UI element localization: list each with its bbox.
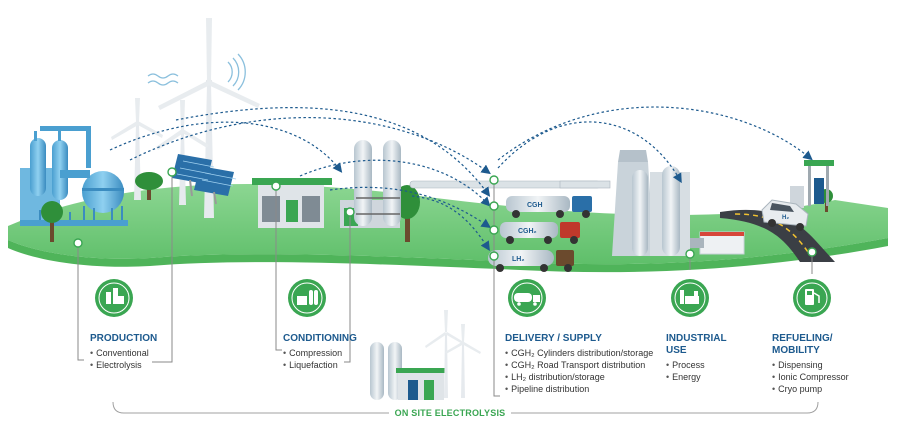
wind-waves-icon (147, 73, 179, 86)
flow-arrow (109, 121, 343, 173)
lh2-truck (488, 250, 574, 272)
list-item: Compression (283, 347, 357, 359)
tree-icon (41, 172, 833, 242)
list-item: Dispensing (772, 359, 849, 371)
list-item: Electrolysis (90, 359, 157, 371)
node-point (489, 175, 499, 185)
node-point (489, 225, 499, 235)
flow-arrow (299, 159, 491, 207)
node-point (271, 181, 281, 191)
cgh-cylinder-truck (506, 196, 592, 218)
refueling-stage-icon (793, 279, 831, 317)
industrial-list: Process Energy (666, 359, 727, 383)
list-item: CGH₂ Cylinders distribution/storage (505, 347, 653, 359)
list-item: CGH₂ Road Transport distribution (505, 359, 653, 371)
solar-panel-icon (172, 154, 237, 205)
flow-arrow (175, 107, 491, 197)
list-item: Liquefaction (283, 359, 357, 371)
list-item: Ionic Compressor (772, 371, 849, 383)
list-item: Cryo pump (772, 383, 849, 395)
production-connector (77, 243, 84, 361)
road-line (734, 213, 811, 256)
conditioning-title: CONDITIONING (283, 333, 357, 344)
hydrogen-car-icon (761, 199, 809, 231)
conditioning-list: Compression Liquefaction (283, 347, 357, 371)
flow-arrow (411, 195, 490, 252)
truck-label-lh2: LH₂ (512, 256, 524, 263)
onsite-electrolysis-label: ON SITE ELECTROLYSIS (388, 408, 512, 418)
conditioning-stage-icon (288, 279, 326, 317)
onsite-electrolysis-label-wrap: ON SITE ELECTROLYSIS (0, 408, 900, 418)
cgh2-road-truck (500, 222, 580, 244)
list-item: Pipeline distribution (505, 383, 653, 395)
production-title: PRODUCTION (90, 333, 158, 344)
node-points (73, 167, 817, 261)
delivery-stage-icon (508, 279, 546, 317)
node-point (345, 207, 355, 217)
industrial-stage-icon (671, 279, 709, 317)
node-point (167, 167, 177, 177)
truck-label-cgh: CGH (527, 202, 543, 209)
flow-arrow (329, 186, 491, 229)
production-stage: PRODUCTION Conventional Electrolysis (90, 333, 157, 371)
flow-arrow (497, 106, 813, 161)
refueling-title: REFUELING/MOBILITY (772, 333, 833, 356)
delivery-title: DELIVERY / SUPPLY (505, 333, 602, 344)
node-point (685, 249, 695, 259)
refueling-list: Dispensing Ionic Compressor Cryo pump (772, 359, 849, 395)
list-item: LH₂ distribution/storage (505, 371, 653, 383)
node-point (489, 201, 499, 211)
refueling-station-icon (790, 160, 834, 208)
production-stage-icon (95, 279, 133, 317)
list-item: Conventional (90, 347, 157, 359)
onsite-electrolysis-illustration (370, 310, 481, 400)
node-point (807, 247, 817, 257)
node-point (489, 251, 499, 261)
production-list: Conventional Electrolysis (90, 347, 157, 371)
conditioning-connector (275, 186, 282, 351)
delivery-list: CGH₂ Cylinders distribution/storage CGH₂… (505, 347, 653, 395)
delivery-stage: DELIVERY / SUPPLY CGH₂ Cylinders distrib… (505, 333, 653, 395)
refueling-stage: REFUELING/MOBILITY Dispensing Ionic Comp… (772, 333, 849, 395)
list-item: Energy (666, 371, 727, 383)
flow-arrow (129, 116, 491, 175)
flow-arrow (497, 121, 682, 184)
list-item: Process (666, 359, 727, 371)
car-h2-label: H₂ (782, 215, 789, 221)
industrial-plant-icon (612, 150, 745, 256)
conditioning-stage: CONDITIONING Compression Liquefaction (283, 333, 357, 371)
production-connector-2 (152, 172, 173, 363)
node-point (73, 238, 83, 248)
truck-label-cgh2: CGH₂ (518, 228, 537, 235)
flow-arrows (109, 106, 813, 252)
ground-lower (8, 238, 888, 273)
